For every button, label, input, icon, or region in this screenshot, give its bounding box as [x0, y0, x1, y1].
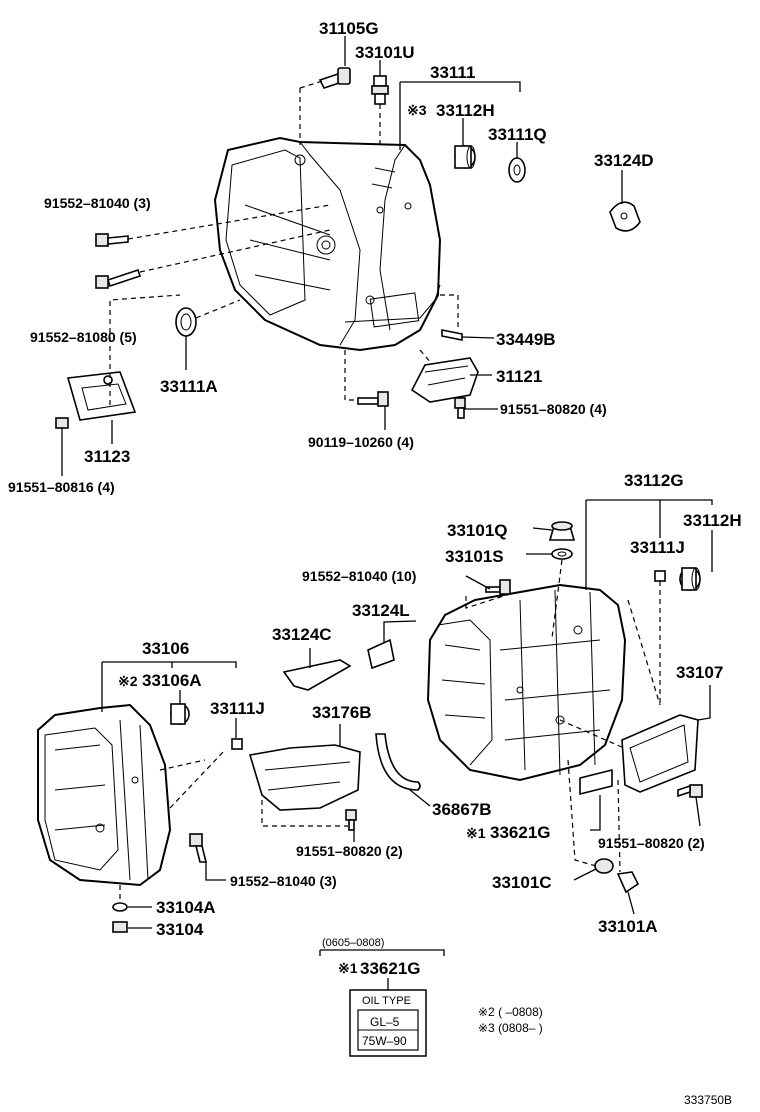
- adapter-housing-drawing: [37, 703, 172, 887]
- oil-label-card: [349, 989, 427, 1057]
- diagram-id: 333750B: [684, 1093, 732, 1107]
- part-label-33101Q: 33101Q: [447, 521, 508, 540]
- cover-31121: [410, 357, 479, 403]
- part-label-36867B: 36867B: [432, 800, 492, 819]
- pin-33111J-right: [654, 570, 666, 582]
- part-label-33104A: 33104A: [156, 898, 216, 917]
- part-label-33124D: 33124D: [594, 151, 654, 170]
- oil-type-callout: (0605–0808) ※1 33621G OIL TYPE GL–5 75W–…: [319, 937, 445, 1057]
- cover-33107: [621, 714, 699, 793]
- gasket-33101S: [551, 548, 573, 560]
- part-label-33124L: 33124L: [352, 601, 410, 620]
- bolt-91552-81040-top: [95, 233, 129, 247]
- part-label-33112H-right: 33112H: [683, 511, 742, 530]
- part-label-33104: 33104: [156, 920, 204, 939]
- oil-label-33621G: [579, 768, 613, 796]
- bolt-31105G: [318, 67, 351, 89]
- oil-grade: GL–5: [370, 1015, 400, 1029]
- transmission-case-drawing: [213, 136, 442, 352]
- extension-housing-drawing: [426, 583, 627, 782]
- plug-33101A: [616, 871, 640, 894]
- oil-viscosity: 75W–90: [362, 1034, 407, 1048]
- part-label-91552-81080-5: 91552–81080 (5): [30, 329, 137, 345]
- part-label-33124C: 33124C: [272, 625, 332, 644]
- gasket-33449B: [441, 329, 463, 341]
- oil-seal-33111A: [175, 307, 197, 337]
- plug-33104: [112, 921, 128, 933]
- bushing-33111Q: [508, 157, 526, 183]
- left-leader-lines: [101, 648, 355, 929]
- part-label-33111A: 33111A: [160, 377, 218, 396]
- part-label-91552-81040-10: 91552–81040 (10): [302, 568, 416, 584]
- footnote-3: ※3 (0808– ): [478, 1021, 543, 1035]
- cover-31123: [66, 371, 137, 421]
- part-label-91551-80816-4: 91551–80816 (4): [8, 479, 115, 495]
- bolt-91552-81040-3-bottom: [189, 833, 208, 863]
- bolt-90119-10260: [357, 391, 389, 407]
- protector-33176B: [248, 744, 361, 811]
- part-label-33111J-left: 33111J: [210, 699, 265, 718]
- right-leader-lines: [383, 499, 713, 915]
- bracket-33124L: [367, 638, 395, 670]
- part-label-33106: 33106: [142, 639, 189, 658]
- part-label-33176B: 33176B: [312, 703, 372, 722]
- gasket-36867B: [375, 733, 421, 791]
- part-label-33112G: 33112G: [624, 471, 684, 490]
- part-label-33111: 33111: [430, 63, 475, 82]
- part-label-33112H-top: 33112H: [436, 101, 495, 120]
- part-label-33449B: 33449B: [496, 330, 556, 349]
- part-label-33101U: 33101U: [355, 43, 415, 62]
- plug-33101Q: [548, 521, 576, 541]
- oil-date-range: (0605–0808): [322, 937, 384, 949]
- bolt-91551-80816: [55, 417, 69, 429]
- bushing-33112H-right: [679, 567, 701, 591]
- bushing-33112H-top: [454, 145, 476, 169]
- footnote-2: ※2 ( –0808): [478, 1005, 543, 1019]
- part-label-91552-81040-3-top: 91552–81040 (3): [44, 195, 151, 211]
- bushing-33106A: [170, 703, 190, 725]
- part-label-33107: 33107: [676, 663, 723, 682]
- part-label-90119-10260-4: 90119–10260 (4): [308, 434, 414, 450]
- plug-33101U: [371, 75, 389, 105]
- footnote-mark-2: ※2: [118, 673, 138, 689]
- bolt-91552-81040-10: [485, 579, 511, 595]
- part-label-33621G: 33621G: [490, 823, 551, 842]
- part-label-33101C: 33101C: [492, 873, 552, 892]
- cover-33124C: [282, 659, 352, 691]
- bolt-91551-80820-top: [454, 397, 466, 419]
- bolt-91551-80820-right: [677, 784, 703, 798]
- plug-33101C: [594, 858, 614, 874]
- oil-part-number: 33621G: [360, 959, 421, 978]
- footnote-mark-3: ※3: [407, 102, 427, 118]
- part-label-33111J-right: 33111J: [630, 538, 685, 557]
- part-label-33111Q: 33111Q: [488, 125, 547, 144]
- gasket-33104A: [112, 902, 128, 912]
- part-label-31105G: 31105G: [319, 19, 379, 38]
- part-label-31121: 31121: [496, 367, 542, 386]
- part-label-91551-80820-2-right: 91551–80820 (2): [598, 835, 705, 851]
- plate-33124D: [609, 201, 641, 232]
- oil-type-header: OIL TYPE: [362, 995, 411, 1007]
- part-label-91552-81040-3-bottom: 91552–81040 (3): [230, 873, 337, 889]
- oil-footnote-mark: ※1: [338, 960, 358, 976]
- part-label-33101S: 33101S: [445, 547, 504, 566]
- bolt-91551-80820-mid: [345, 809, 357, 831]
- part-label-33101A: 33101A: [598, 917, 658, 936]
- footnote-mark-1: ※1: [466, 825, 486, 841]
- top-leader-lines: [61, 36, 623, 476]
- part-label-91551-80820-4: 91551–80820 (4): [500, 401, 607, 417]
- part-label-31123: 31123: [84, 447, 130, 466]
- pin-33111J-left: [231, 738, 243, 750]
- part-label-91551-80820-2-mid: 91551–80820 (2): [296, 843, 403, 859]
- bolt-91552-81080: [95, 268, 142, 289]
- part-label-33106A: 33106A: [142, 671, 202, 690]
